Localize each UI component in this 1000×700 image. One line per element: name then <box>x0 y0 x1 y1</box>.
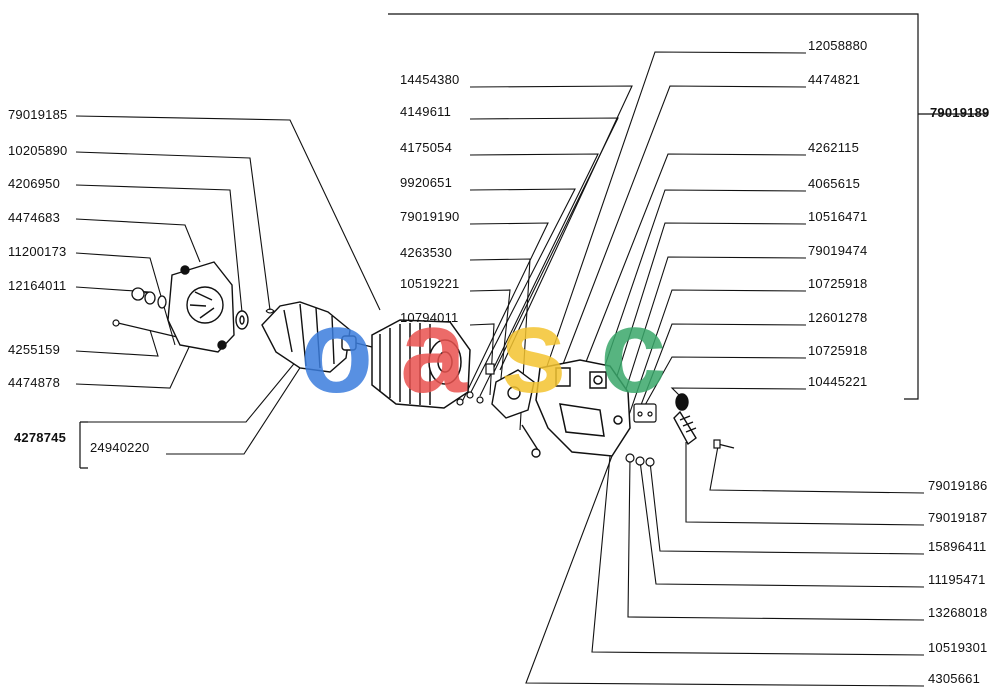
leader-line <box>75 151 271 311</box>
watermark-letter-o: o <box>300 284 373 418</box>
leader-line <box>581 153 807 373</box>
terminal-screw <box>713 439 735 449</box>
part-label: 10516471 <box>808 209 868 224</box>
part-label: 10205890 <box>8 143 68 158</box>
part-label: 4305661 <box>928 671 981 686</box>
leader-line <box>559 85 807 373</box>
leader-line <box>75 344 191 389</box>
watermark-letter-c: c <box>600 284 667 418</box>
part-label: 10725918 <box>808 343 868 358</box>
leader-line <box>627 289 807 419</box>
rotor <box>261 301 373 373</box>
spacer-ring <box>235 310 249 330</box>
part-label: 4149611 <box>400 104 452 119</box>
leader-line <box>627 457 925 621</box>
part-label: 4263530 <box>400 245 453 260</box>
capacitor <box>673 393 697 446</box>
watermark-letter-a: a <box>400 284 468 418</box>
part-label: 10519301 <box>928 640 988 655</box>
part-label: 4255159 <box>8 342 61 357</box>
part-label: 12164011 <box>8 278 67 293</box>
leader-line <box>469 117 619 373</box>
rectifier-plate <box>491 369 541 458</box>
right-group-bracket <box>388 13 988 400</box>
leader-line <box>599 189 807 381</box>
part-label: 10725918 <box>808 276 868 291</box>
leader-line <box>469 85 633 371</box>
part-label: 4262115 <box>808 140 860 155</box>
leader-line <box>639 460 925 588</box>
part-label: 4065615 <box>808 176 861 191</box>
part-label: 14454380 <box>400 72 460 87</box>
part-label: 10794011 <box>400 310 459 325</box>
leader-line <box>544 51 807 373</box>
leader-line <box>469 258 531 431</box>
part-label: 4474683 <box>8 210 61 225</box>
part-label: 12058880 <box>808 38 868 53</box>
small-parts <box>456 363 495 406</box>
leader-line <box>649 461 925 555</box>
leader-line <box>619 256 807 409</box>
leader-line <box>611 222 807 393</box>
left-group-bracket <box>79 421 88 469</box>
part-label: 4474821 <box>808 72 861 87</box>
leader-line <box>469 153 599 397</box>
leader-line <box>75 252 176 346</box>
part-label: 79019474 <box>808 243 868 258</box>
part-label: 9920651 <box>400 175 453 190</box>
part-label: 4474878 <box>8 375 61 390</box>
leader-line <box>75 184 243 313</box>
nut-washer-set <box>131 287 167 309</box>
rear-bolts <box>625 453 655 467</box>
part-label: 24940220 <box>90 440 150 455</box>
part-label: 79019187 <box>928 510 988 525</box>
part-label: 79019185 <box>8 107 68 122</box>
leader-line <box>461 222 549 403</box>
front-housing <box>167 261 235 353</box>
leader-line <box>591 455 925 656</box>
leader-line <box>75 329 159 357</box>
leader-line <box>670 387 807 399</box>
part-label: 79019189 <box>930 105 990 120</box>
leader-line <box>469 188 576 395</box>
watermark-logo: o a s c <box>300 284 667 418</box>
rear-housing <box>535 359 631 457</box>
leader-line <box>75 115 381 311</box>
leader-line <box>166 339 319 455</box>
leader-line <box>635 323 807 419</box>
part-label: 11200173 <box>8 244 67 259</box>
leader-line <box>525 455 925 687</box>
part-label: 13268018 <box>928 605 988 620</box>
part-label: 79019186 <box>928 478 988 493</box>
leader-line <box>639 356 807 415</box>
leader-line <box>685 442 925 526</box>
part-label: 4206950 <box>8 176 61 191</box>
leader-line <box>709 445 925 494</box>
clip-ring <box>265 308 275 314</box>
part-label: 79019190 <box>400 209 460 224</box>
part-label: 11195471 <box>928 572 986 587</box>
leader-line <box>469 289 511 389</box>
regulator-small <box>633 403 657 423</box>
watermark-letter-s: s <box>500 284 567 418</box>
part-label: 10519221 <box>400 276 460 291</box>
part-label: 12601278 <box>808 310 868 325</box>
part-label: 4278745 <box>14 430 67 445</box>
stator <box>371 319 471 409</box>
leader-line <box>75 218 201 263</box>
part-label: 10445221 <box>808 374 868 389</box>
part-label: 4175054 <box>400 140 453 155</box>
part-label: 15896411 <box>928 539 987 554</box>
